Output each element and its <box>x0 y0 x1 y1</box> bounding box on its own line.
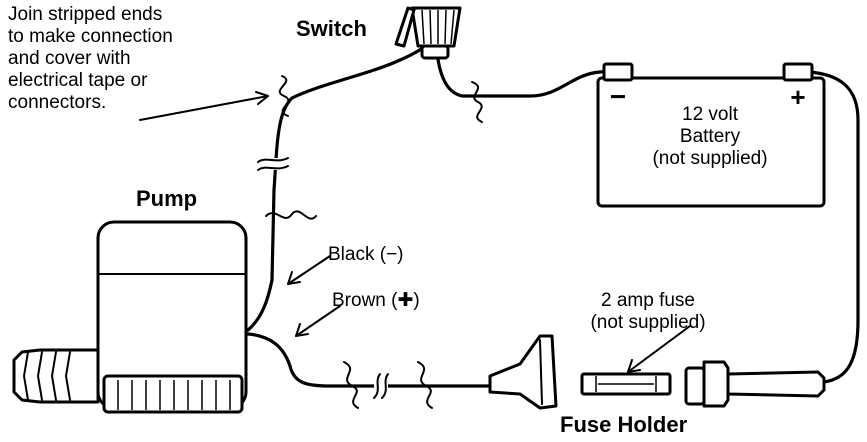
splices <box>265 75 483 409</box>
pump-icon <box>12 220 248 414</box>
black-label-arrow <box>287 255 331 285</box>
battery-negative-symbol: − <box>610 81 626 112</box>
battery-icon: − + <box>596 62 826 208</box>
splice-brown-right <box>417 361 433 409</box>
switch-label: Switch <box>296 16 367 41</box>
pump-label: Pump <box>136 186 198 211</box>
fuse-holder-label: Fuse Holder <box>560 412 688 437</box>
wires <box>246 40 860 388</box>
black-wire <box>246 40 432 332</box>
splice-switch-side <box>471 81 483 123</box>
battery-label: 12 volt Battery (not supplied) <box>652 104 768 169</box>
fuse-to-battery-wire <box>806 70 860 384</box>
fuse-label-arrow <box>627 325 691 373</box>
join-note-arrow <box>139 95 269 121</box>
battery-positive-symbol: + <box>790 82 805 112</box>
brown-wire <box>246 332 490 388</box>
brown-wire-label: Brown (✚) <box>332 290 420 311</box>
fuse-holder-icon <box>488 334 826 410</box>
leader-arrows <box>139 91 691 373</box>
brown-label-arrow <box>295 305 341 337</box>
fuse-label: 2 amp fuse (not supplied) <box>590 290 706 333</box>
switch-to-battery-wire <box>434 40 624 98</box>
join-note-label: Join stripped ends to make connection an… <box>8 4 173 113</box>
splice-black-upper <box>278 75 290 117</box>
break-marks <box>257 157 389 399</box>
splice-brown-left <box>343 361 359 409</box>
black-wire-label: Black (−) <box>328 244 404 265</box>
switch-icon <box>394 6 462 60</box>
splice-black-middle <box>265 210 317 220</box>
